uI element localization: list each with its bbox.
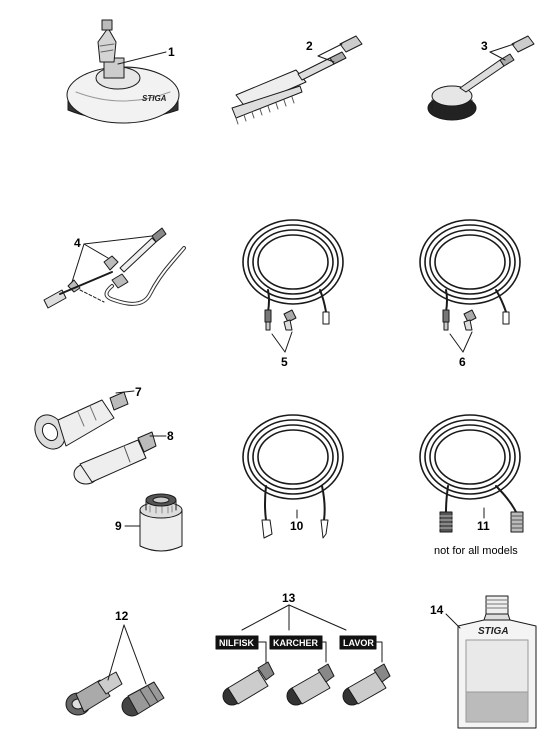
callout-4: 4 — [74, 236, 81, 250]
callout-10: 10 — [290, 519, 304, 533]
hose-with-couplings-alt — [419, 219, 521, 331]
callout-6: 6 — [459, 355, 466, 369]
quick-couplings — [65, 671, 165, 717]
label-nilfisk: NILFISK — [219, 638, 254, 648]
callout-2: 2 — [306, 39, 313, 53]
detergent-bottle: STIGA — [457, 595, 537, 729]
extension-hose — [242, 414, 344, 539]
extension-hose-threaded — [419, 414, 524, 533]
adapter-karcher: KARCHER — [269, 635, 335, 706]
callout-13: 13 — [282, 591, 296, 605]
water-filter — [139, 493, 183, 552]
callout-11: 11 — [477, 519, 490, 533]
patio-cleaner: STIGA — [66, 19, 180, 124]
adjustable-nozzle — [73, 431, 157, 485]
flat-brush — [231, 35, 363, 125]
stiga-logo-1: STIGA — [142, 94, 167, 103]
rotating-brush — [427, 35, 535, 121]
adapter-lavor: LAVOR — [339, 635, 391, 706]
callout-5: 5 — [281, 355, 288, 369]
note-not-for-all-models: not for all models — [434, 545, 518, 557]
hose-with-couplings — [242, 219, 344, 331]
callout-1: 1 — [168, 45, 175, 59]
rotary-nozzle — [34, 391, 129, 450]
extension-lance-set — [43, 227, 186, 309]
callout-12: 12 — [115, 609, 129, 623]
callout-3: 3 — [481, 39, 488, 53]
callout-14: 14 — [430, 603, 444, 617]
label-lavor: LAVOR — [343, 638, 374, 648]
stiga-logo-14: STIGA — [478, 626, 509, 637]
adapter-nilfisk: NILFISK — [215, 635, 275, 706]
callout-8: 8 — [167, 429, 174, 443]
label-karcher: KARCHER — [273, 638, 319, 648]
callout-9: 9 — [115, 519, 122, 533]
callout-7: 7 — [135, 385, 142, 399]
